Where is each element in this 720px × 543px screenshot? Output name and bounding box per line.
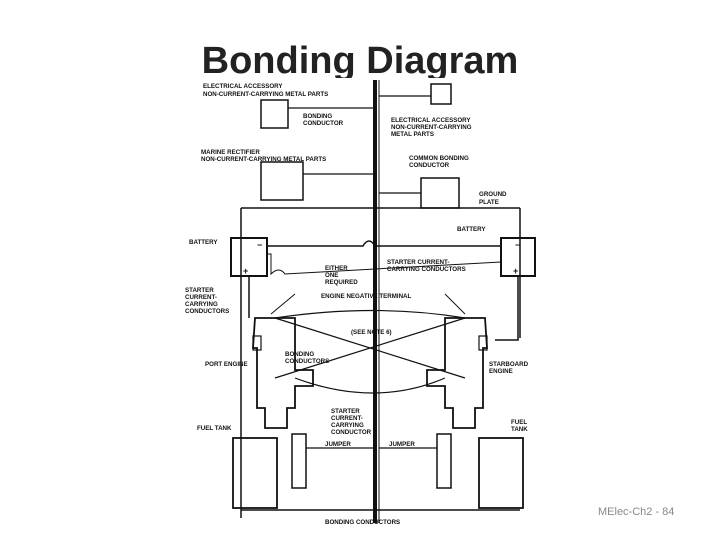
label-jumper-right: JUMPER — [389, 441, 415, 448]
label-ground-plate-1: GROUND — [479, 191, 507, 198]
label-starter-left-2: CURRENT- — [185, 294, 217, 301]
label-elec-accessory-right-3: METAL PARTS — [391, 131, 434, 138]
label-see-note: (SEE NOTE 6) — [351, 329, 392, 336]
bonding-diagram: ELECTRICAL ACCESSORY NON-CURRENT-CARRYIN… — [175, 78, 550, 538]
label-elec-accessory-left-2: NON-CURRENT-CARRYING METAL PARTS — [203, 91, 328, 98]
bonding-diagram-svg: ELECTRICAL ACCESSORY NON-CURRENT-CARRYIN… — [185, 80, 536, 526]
label-starter-left-4: CONDUCTORS — [185, 308, 229, 315]
slide-number: MElec-Ch2 - 84 — [598, 506, 675, 518]
label-common-bonding-2: CONDUCTOR — [409, 162, 450, 169]
label-marine-rectifier-2: NON-CURRENT-CARRYING METAL PARTS — [201, 156, 326, 163]
label-battery-left: BATTERY — [189, 239, 218, 246]
label-starter-left-3: CARRYING — [185, 301, 218, 308]
marine-rectifier-box — [260, 161, 304, 201]
label-ground-plate-2: PLATE — [479, 199, 499, 206]
engine-lower-bond — [294, 377, 446, 394]
label-fuel-tank-right-1: FUEL — [511, 419, 527, 426]
battery-neg-return — [267, 253, 502, 276]
fuel-tank-left-box — [232, 437, 278, 509]
battery-left-pos-symbol: + — [243, 266, 248, 276]
label-elec-accessory-right-1: ELECTRICAL ACCESSORY — [391, 117, 471, 124]
label-marine-rectifier-1: MARINE RECTIFIER — [201, 149, 260, 156]
label-starter-bottom-2: CURRENT- — [331, 415, 363, 422]
label-either-3: REQUIRED — [325, 279, 358, 286]
engine-negative-pointer-right — [444, 293, 466, 315]
label-either-2: ONE — [325, 272, 338, 279]
label-fuel-tank-right-2: TANK — [511, 426, 528, 433]
battery-right-pos-symbol: + — [513, 266, 518, 276]
label-starter-bottom-4: CONDUCTOR — [331, 429, 372, 436]
label-battery-right: BATTERY — [457, 226, 486, 233]
starboard-engine-body — [426, 317, 488, 429]
battery-right-neg-symbol: − — [515, 240, 520, 250]
label-bonding-conductor-1: BONDING — [303, 113, 332, 120]
label-starboard-engine-2: ENGINE — [489, 368, 513, 375]
label-elec-accessory-right-2: NON-CURRENT-CARRYING — [391, 124, 472, 131]
label-common-bonding-1: COMMON BONDING — [409, 155, 469, 162]
label-starter-left-1: STARTER — [185, 287, 214, 294]
label-starter-bottom-1: STARTER — [331, 408, 360, 415]
starboard-shaft — [436, 433, 452, 489]
port-engine-body — [252, 317, 314, 429]
label-jumper-left: JUMPER — [325, 441, 351, 448]
cross-bond-2 — [274, 317, 466, 379]
engine-negative-pointer-left — [270, 293, 296, 315]
slide-title: Bonding Diagram — [201, 40, 519, 82]
engine-top-bond — [274, 309, 466, 319]
label-bonding-conductors-mid-2: CONDUCTORS — [285, 358, 329, 365]
label-fuel-tank-left: FUEL TANK — [197, 425, 232, 432]
port-shaft — [291, 433, 307, 489]
starboard-starter — [478, 335, 488, 351]
elec-accessory-right-box — [430, 83, 452, 105]
battery-left-neg-symbol: − — [257, 240, 262, 250]
label-starter-bottom-3: CARRYING — [331, 422, 364, 429]
label-starter-right-1: STARTER CURRENT- — [387, 259, 449, 266]
label-bonding-conductors-bottom: BONDING CONDUCTORS — [325, 519, 400, 526]
label-engine-negative: ENGINE NEGATIVE TERMINAL — [321, 293, 412, 300]
label-bonding-conductor-2: CONDUCTOR — [303, 120, 344, 127]
label-elec-accessory-left-1: ELECTRICAL ACCESSORY — [203, 83, 283, 90]
label-port-engine: PORT ENGINE — [205, 361, 248, 368]
label-starter-right-2: CARRYING CONDUCTORS — [387, 266, 466, 273]
battery-right-pos-wire — [495, 276, 519, 341]
ground-plate-box — [420, 177, 460, 209]
fuel-tank-right-box — [478, 437, 524, 509]
elec-accessory-left-box — [260, 99, 289, 129]
label-starboard-engine-1: STARBOARD — [489, 361, 529, 368]
battery-left-neg-wire — [267, 240, 415, 247]
port-starter — [252, 335, 262, 351]
label-either-1: EITHER — [325, 265, 348, 272]
label-bonding-conductors-mid-1: BONDING — [285, 351, 314, 358]
